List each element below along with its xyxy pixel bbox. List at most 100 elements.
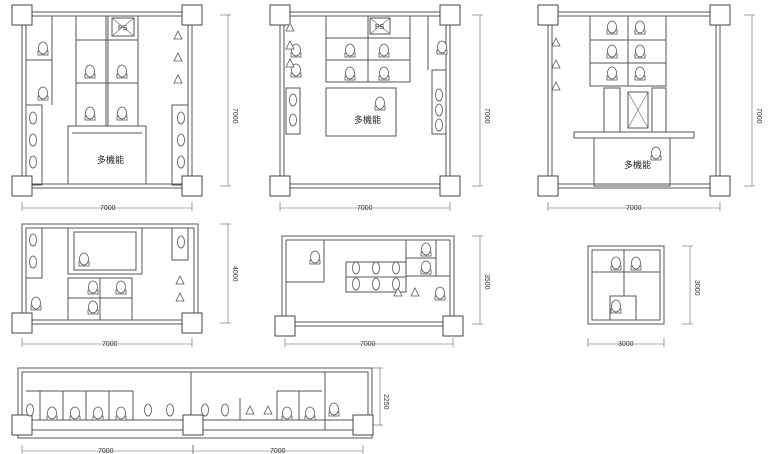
- sink-icon: [26, 403, 34, 417]
- toilet-icon: [344, 66, 356, 81]
- toilet-icon: [378, 43, 390, 58]
- toilet-icon: [309, 250, 321, 265]
- toilet-icon: [290, 43, 302, 58]
- sink-icon: [29, 155, 37, 169]
- sink-icon: [177, 111, 185, 125]
- sink-icon: [29, 233, 37, 247]
- toilet-icon: [630, 256, 642, 271]
- urinal-icon: [175, 275, 185, 285]
- sink-icon: [289, 93, 297, 107]
- toilet-bowl: [93, 406, 103, 420]
- dimension-lines: [21, 14, 755, 454]
- toilet-bowl: [421, 242, 431, 256]
- column: [537, 4, 559, 26]
- sink-icon: [392, 277, 400, 291]
- toilet-icon: [84, 64, 96, 79]
- column: [181, 312, 203, 334]
- sink-icon: [435, 118, 443, 132]
- toilet-icon: [46, 406, 58, 421]
- sink-icon: [372, 277, 380, 291]
- column: [11, 175, 33, 197]
- toilet-bowl: [375, 96, 385, 110]
- toilet-icon: [116, 106, 128, 121]
- toilet-bowl: [635, 44, 645, 58]
- column: [439, 4, 461, 26]
- toilet-icon: [606, 44, 618, 59]
- toilet-icon: [304, 406, 316, 421]
- urinal-icon: [551, 81, 561, 91]
- sink-icon: [144, 403, 152, 417]
- dim-width-plan7a: 7000: [98, 448, 114, 454]
- toilet-icon: [378, 66, 390, 81]
- urinal-icon: [410, 287, 420, 297]
- urinal-icon: [175, 292, 185, 302]
- column: [181, 4, 203, 26]
- toilet-bowl: [635, 20, 645, 34]
- toilet-icon: [84, 106, 96, 121]
- toilet-bowl: [117, 64, 127, 78]
- ps-label-1: PS: [118, 25, 128, 32]
- toilet-bowl: [635, 66, 645, 80]
- toilet-bowl: [651, 146, 661, 160]
- sink-icon: [352, 261, 360, 275]
- dim-width-plan1: 7000: [100, 205, 116, 212]
- dim-height-plan2: 7000: [483, 108, 490, 124]
- toilet-icon: [634, 20, 646, 35]
- toilet-bowl: [291, 43, 301, 57]
- sink-icon: [177, 235, 185, 249]
- toilet-bowl: [607, 66, 617, 80]
- toilet-icon: [436, 40, 448, 55]
- sink-icon: [177, 133, 185, 147]
- toilet-icon: [420, 242, 432, 257]
- toilet-bowl: [88, 280, 98, 294]
- sink-icon: [29, 111, 37, 125]
- urinal-icon: [285, 22, 295, 32]
- toilet-icon: [87, 300, 99, 315]
- dim-height-plan5: 3500: [483, 274, 490, 290]
- toilet-icon: [344, 43, 356, 58]
- urinal-icon: [173, 30, 183, 40]
- dim-height-plan6: 3000: [693, 280, 700, 296]
- dim-height-plan4: 4000: [231, 266, 238, 282]
- column: [181, 175, 203, 197]
- toilet-bowl: [47, 406, 57, 420]
- multipurpose-room-label-3: 多機能: [624, 159, 651, 170]
- toilet-icon: [610, 299, 622, 314]
- toilet-icon: [37, 86, 49, 101]
- toilet-bowl: [435, 286, 445, 300]
- toilet-bowl: [117, 106, 127, 120]
- toilet-bowl: [607, 20, 617, 34]
- sink-icon: [289, 113, 297, 127]
- dim-width-plan5: 7000: [360, 341, 376, 348]
- multipurpose-room-label-2: 多機能: [354, 114, 381, 125]
- toilet-bowl: [70, 406, 80, 420]
- toilet-icon: [115, 406, 127, 421]
- toilet-icon: [115, 280, 127, 295]
- urinal-icon: [285, 58, 295, 68]
- ps-label-2: PS: [375, 24, 385, 31]
- dim-width-plan4: 7000: [102, 341, 118, 348]
- toilet-icon: [78, 252, 90, 267]
- column: [11, 312, 33, 334]
- column: [11, 414, 33, 436]
- plumbing-fixtures: [26, 20, 662, 421]
- urinal-icon: [285, 40, 295, 50]
- column: [352, 414, 374, 436]
- toilet-icon: [37, 41, 49, 56]
- toilet-bowl: [421, 260, 431, 274]
- toilet-icon: [606, 66, 618, 81]
- toilet-icon: [69, 406, 81, 421]
- toilet-icon: [650, 146, 662, 161]
- sink-icon: [352, 277, 360, 291]
- toilet-bowl: [631, 256, 641, 270]
- toilet-bowl: [607, 44, 617, 58]
- toilet-bowl: [379, 66, 389, 80]
- toilet-icon: [634, 44, 646, 59]
- column: [709, 175, 731, 197]
- sink-icon: [392, 261, 400, 275]
- dim-width-plan3: 7000: [626, 205, 642, 212]
- sink-icon: [221, 403, 229, 417]
- toilet-bowl: [611, 256, 621, 270]
- toilet-icon: [281, 406, 293, 421]
